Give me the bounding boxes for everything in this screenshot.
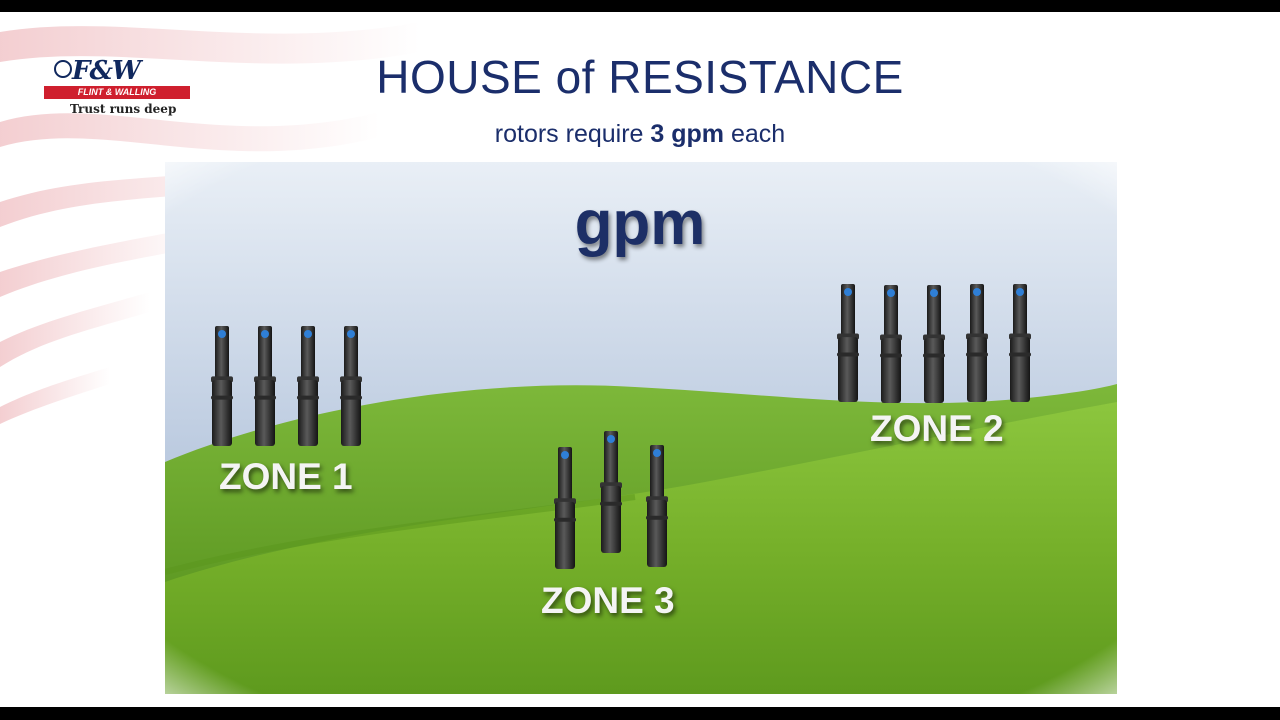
- zone-3-label: ZONE 3: [541, 580, 675, 621]
- letterbox-top-bar: [0, 0, 1280, 12]
- scene-heading: gpm: [574, 189, 706, 258]
- sprinkler-rotor-icon: [646, 445, 668, 567]
- sprinkler-rotor-icon: [554, 447, 576, 569]
- zone-2-label: ZONE 2: [870, 408, 1004, 449]
- sprinkler-rotor-icon: [340, 326, 362, 446]
- sprinkler-rotor-icon: [254, 326, 276, 446]
- letterbox-bottom-bar: [0, 707, 1280, 720]
- subtitle-prefix: rotors require: [494, 120, 651, 148]
- logo-emblem-icon: [54, 60, 72, 78]
- sprinkler-rotor-icon: [211, 326, 233, 446]
- zone-1-label: ZONE 1: [219, 456, 353, 497]
- subtitle-emphasis: 3 gpm: [650, 120, 725, 148]
- logo-mark: F&W: [72, 56, 141, 86]
- sprinkler-rotor-icon: [966, 284, 988, 402]
- company-logo: F&W FLINT & WALLING Trust runs deep: [42, 56, 202, 122]
- hillside-scene-image: [165, 162, 1117, 694]
- flag-stripes-background: [0, 22, 420, 424]
- sprinkler-rotor-icon: [837, 284, 859, 402]
- slide-title: HOUSE of RESISTANCE: [376, 51, 904, 103]
- sprinkler-rotor-icon: [1009, 284, 1031, 402]
- sprinkler-rotor-icon: [923, 285, 945, 403]
- sprinkler-rotor-icon: [600, 431, 622, 553]
- slide-subtitle: rotors require 3 gpm each: [0, 120, 1280, 149]
- sprinkler-rotor-icon: [880, 285, 902, 403]
- logo-tagline: Trust runs deep: [70, 102, 177, 116]
- subtitle-suffix: each: [724, 120, 786, 148]
- logo-brand-band: FLINT & WALLING: [44, 86, 190, 99]
- sprinkler-rotor-icon: [297, 326, 319, 446]
